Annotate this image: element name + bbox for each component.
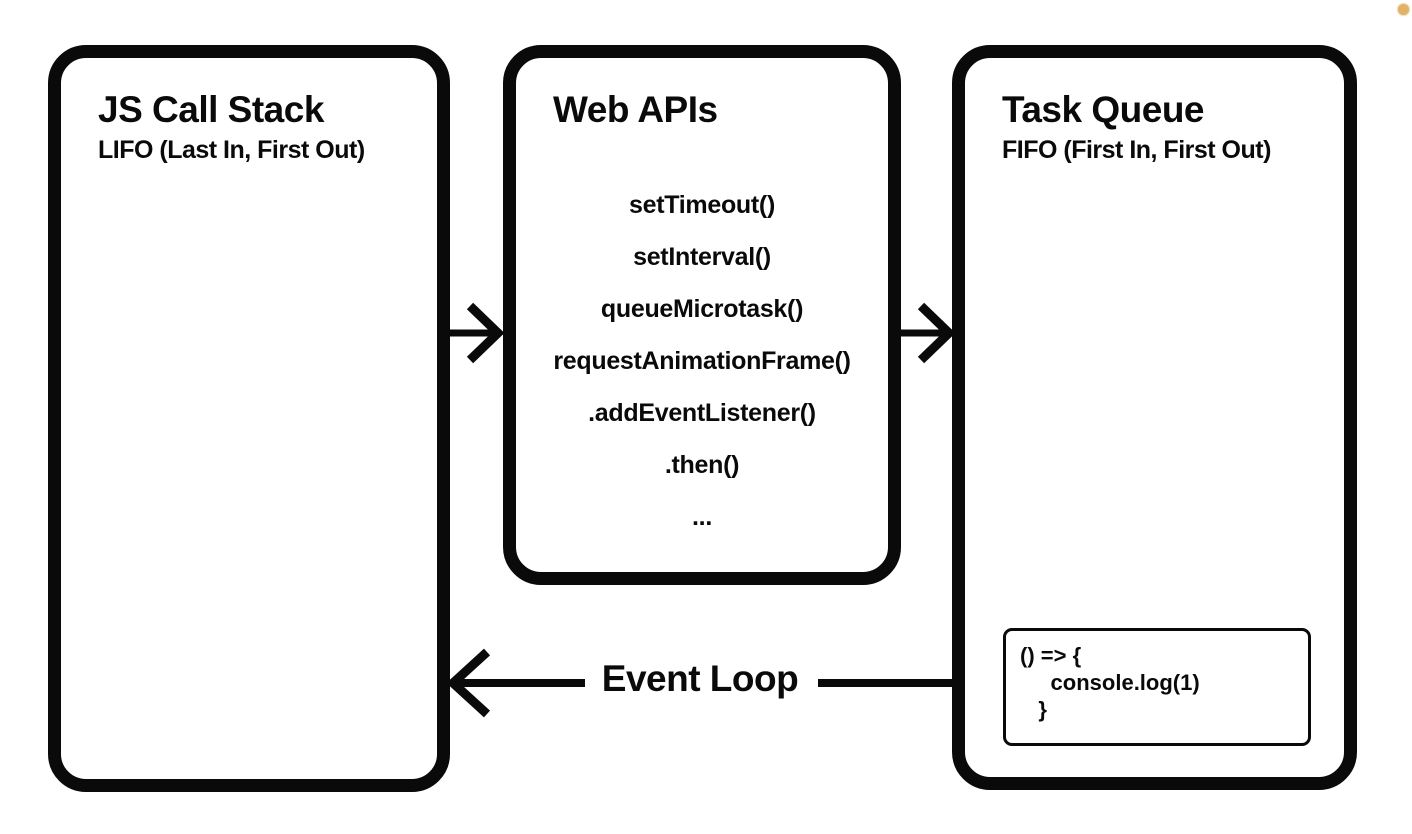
task-queue-subtitle: FIFO (First In, First Out) — [1002, 136, 1271, 164]
js-call-stack-subtitle: LIFO (Last In, First Out) — [98, 136, 365, 164]
web-api-item: queueMicrotask() — [600, 295, 804, 323]
task-queue-box: Task Queue FIFO (First In, First Out) ()… — [952, 45, 1357, 790]
js-call-stack-title: JS Call Stack — [98, 89, 324, 130]
js-call-stack-box: JS Call Stack LIFO (Last In, First Out) — [48, 45, 450, 792]
task-queue-code-box: () => { console.log(1) } — [1003, 628, 1311, 746]
event-loop-label: Event Loop — [585, 656, 815, 702]
web-api-item: setInterval() — [633, 243, 771, 271]
task-queue-title: Task Queue — [1002, 89, 1205, 130]
web-apis-list: setTimeout() setInterval() queueMicrotas… — [516, 179, 888, 543]
web-api-item: requestAnimationFrame() — [553, 347, 851, 375]
arrow-right-icon — [447, 302, 505, 364]
web-apis-box: Web APIs setTimeout() setInterval() queu… — [503, 45, 901, 585]
web-api-item: setTimeout() — [629, 191, 775, 219]
web-api-item: .then() — [664, 451, 740, 479]
web-api-item: ... — [692, 503, 712, 531]
web-apis-title: Web APIs — [553, 89, 718, 130]
task-queue-code: () => { console.log(1) } — [1020, 643, 1200, 722]
arrow-right-icon — [899, 302, 956, 364]
accent-dot — [1398, 4, 1409, 15]
web-api-item: .addEventListener() — [588, 399, 816, 427]
